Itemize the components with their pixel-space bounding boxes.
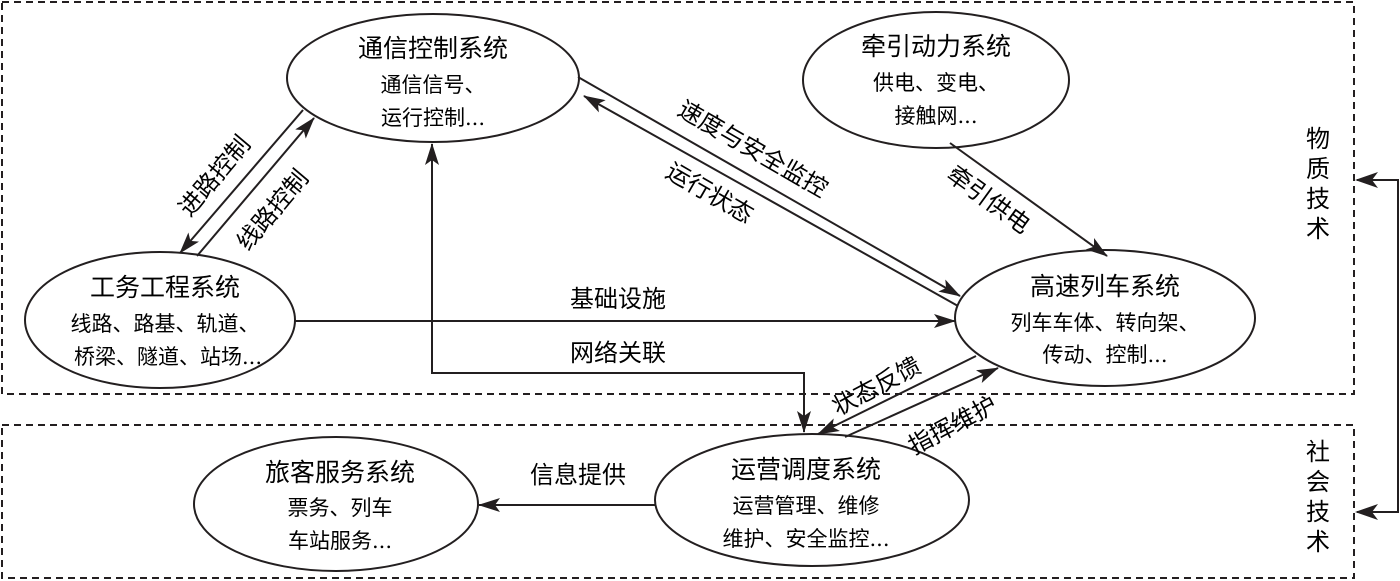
edge-state-feedback [817, 355, 977, 435]
edge-speed-safety [577, 76, 961, 297]
svg-text:维护、安全监控...: 维护、安全监控... [722, 527, 889, 551]
label-info-provide: 信息提供 [530, 461, 626, 489]
svg-text:会: 会 [1306, 468, 1330, 496]
node-train-text: 高速列车系统 列车车体、转向架、 传动、控制... [1011, 272, 1200, 367]
edge-command-maintenance [844, 367, 999, 438]
arrowhead-material [1355, 172, 1378, 188]
node-operation [654, 433, 970, 567]
svg-text:运营调度系统: 运营调度系统 [731, 455, 881, 484]
edge-line-control [196, 117, 315, 257]
svg-text:通信控制系统: 通信控制系统 [358, 34, 508, 63]
node-passenger-text: 旅客服务系统 票务、列车 车站服务... [265, 458, 415, 553]
node-operation-text: 运营调度系统 运营管理、维修 维护、安全监控... [722, 455, 889, 551]
label-traction-power: 牵引供电 [941, 160, 1035, 239]
edge-network [431, 322, 811, 433]
svg-text:物: 物 [1306, 125, 1330, 153]
svg-text:工务工程系统: 工务工程系统 [90, 273, 240, 302]
svg-text:运营管理、维修: 运营管理、维修 [733, 494, 880, 518]
svg-text:高速列车系统: 高速列车系统 [1030, 272, 1180, 301]
node-traction-text: 牵引动力系统 供电、变电、 接触网... [861, 32, 1011, 128]
arrowhead-social [1355, 504, 1378, 520]
svg-text:接触网...: 接触网... [894, 104, 977, 128]
node-traction [802, 11, 1070, 149]
label-running-state: 运行状态 [661, 157, 758, 229]
node-engineering-text: 工务工程系统 线路、路基、轨道、 桥梁、隧道、站场... [71, 273, 263, 369]
svg-text:术: 术 [1306, 215, 1330, 243]
material-social-link [1355, 172, 1399, 520]
svg-text:线路、路基、轨道、: 线路、路基、轨道、 [71, 312, 260, 336]
edge-running-state [583, 95, 959, 307]
label-network: 网络关联 [570, 339, 666, 367]
label-state-feedback: 状态反馈 [828, 352, 926, 422]
svg-text:牵引动力系统: 牵引动力系统 [861, 32, 1011, 61]
edge-route-control [179, 109, 304, 254]
svg-text:技: 技 [1306, 498, 1330, 526]
svg-text:运行控制...: 运行控制... [381, 106, 485, 130]
svg-text:传动、控制...: 传动、控制... [1042, 343, 1167, 367]
svg-text:技: 技 [1306, 185, 1330, 213]
svg-text:列车车体、转向架、: 列车车体、转向架、 [1011, 311, 1200, 335]
svg-text:票务、列车: 票务、列车 [288, 496, 393, 520]
svg-text:车站服务...: 车站服务... [288, 529, 392, 553]
material-tech-label: 物 质 技 术 [1306, 125, 1330, 243]
svg-text:质: 质 [1306, 155, 1330, 183]
svg-text:供电、变电、: 供电、变电、 [873, 71, 999, 95]
svg-text:术: 术 [1306, 528, 1330, 556]
social-tech-region [1, 424, 1355, 579]
social-tech-label: 社 会 技 术 [1306, 438, 1330, 556]
label-route-control: 进路控制 [173, 130, 256, 222]
svg-text:社: 社 [1306, 438, 1330, 466]
label-infrastructure: 基础设施 [570, 285, 666, 313]
edge-traction-power [949, 142, 1108, 257]
node-communication-text: 通信控制系统 通信信号、 运行控制... [358, 34, 508, 130]
svg-text:旅客服务系统: 旅客服务系统 [265, 458, 415, 487]
svg-text:桥梁、隧道、站场...: 桥梁、隧道、站场... [74, 345, 262, 369]
svg-text:通信信号、: 通信信号、 [381, 73, 486, 97]
material-tech-region [1, 1, 1355, 395]
